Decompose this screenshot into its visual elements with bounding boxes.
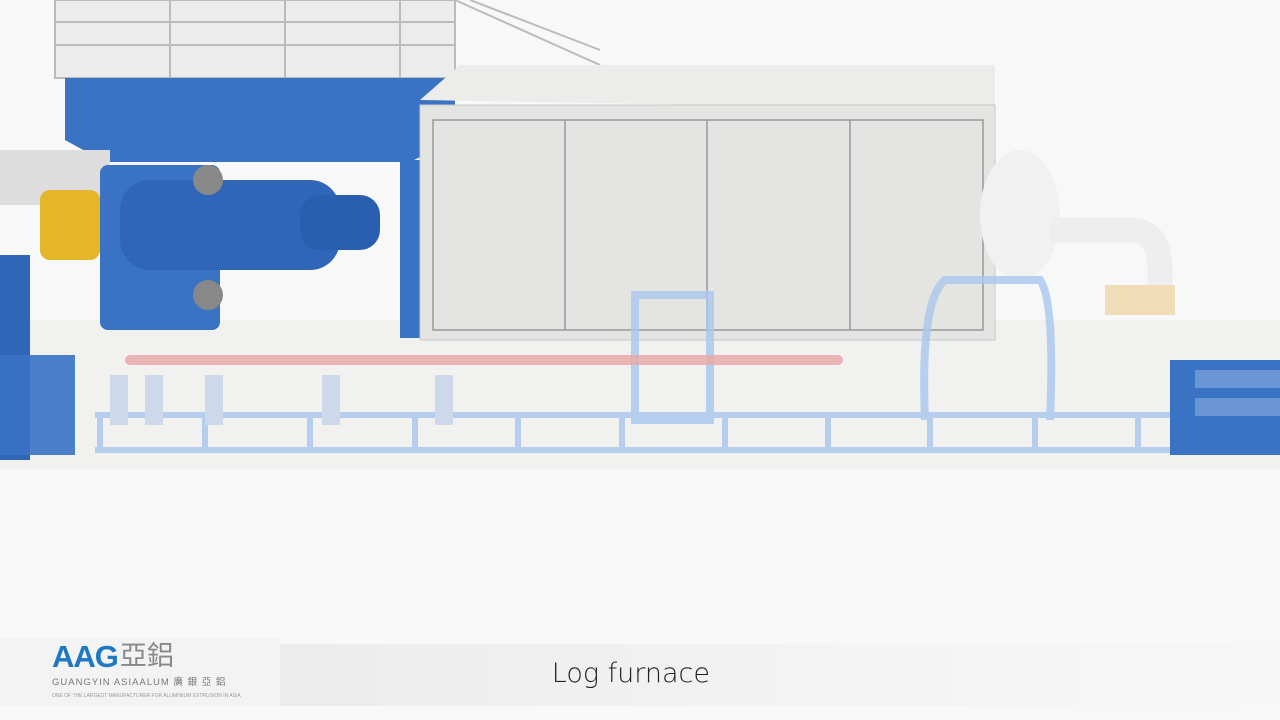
- upper-platform: [54, 0, 601, 79]
- logo-subtitle: GUANGYIN ASIAALUM 廣 銀 亞 鋁: [52, 677, 227, 688]
- caption-bar: Log furnace: [280, 644, 1280, 706]
- logo-brand: AAG: [52, 639, 119, 674]
- company-logo: AAG 亞鋁: [52, 640, 174, 674]
- logo-panel: [0, 638, 280, 706]
- logo-brand-cn: 亞鋁: [119, 641, 174, 672]
- logo-tagline: ONE OF THE LARGEST MANUFACTURER FOR ALUM…: [52, 693, 241, 699]
- aluminium-billet: [125, 355, 843, 365]
- yellow-yoke: [40, 190, 100, 260]
- blue-tank: [65, 78, 455, 162]
- transfer-frames: [631, 276, 1056, 424]
- billet-supports: [110, 375, 453, 425]
- caption-text: Log furnace: [551, 658, 710, 689]
- tank-leg: [400, 160, 420, 338]
- billet-rack: [95, 412, 1180, 453]
